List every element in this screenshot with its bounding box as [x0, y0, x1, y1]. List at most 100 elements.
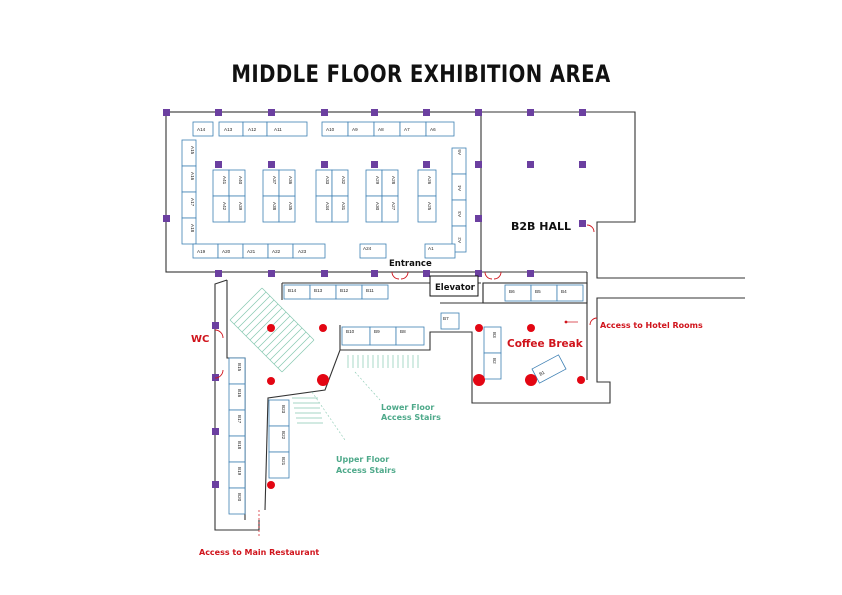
corridor-wall-right — [264, 297, 745, 511]
booth-A41[interactable]: A41 — [212, 169, 230, 197]
booth-A22[interactable]: A22 — [267, 243, 294, 259]
pillars — [163, 109, 586, 488]
booth-A29[interactable]: A29 — [365, 169, 383, 197]
booth-A4[interactable]: A4 — [451, 173, 467, 201]
booth-B16[interactable]: B16 — [228, 383, 246, 411]
booth-A3[interactable]: A3 — [451, 199, 467, 227]
booth-A7[interactable]: A7 — [399, 121, 427, 137]
booth-A19[interactable]: A19 — [192, 243, 219, 259]
booth-A36[interactable]: A36 — [278, 169, 296, 197]
booth-B2[interactable]: B2 — [483, 352, 502, 380]
booth-B15[interactable]: B15 — [228, 357, 246, 385]
upper-floor-stairs[interactable] — [229, 287, 323, 424]
svg-text:A42: A42 — [222, 202, 227, 211]
booth-A25[interactable]: A25 — [417, 195, 437, 223]
svg-text:A24: A24 — [363, 246, 372, 251]
booth-A27[interactable]: A27 — [381, 195, 399, 223]
booth-B21[interactable]: B21 — [268, 451, 290, 479]
booth-A16[interactable]: A16 — [181, 165, 197, 193]
main-restaurant-label[interactable]: Access to Main Restaurant — [199, 548, 319, 557]
booth-A18[interactable]: A18 — [181, 217, 197, 245]
booth-B11[interactable]: B11 — [361, 284, 389, 300]
svg-text:B23: B23 — [281, 405, 286, 414]
svg-text:B15: B15 — [237, 363, 242, 372]
booth-A10[interactable]: A10 — [321, 121, 349, 137]
booth-B9[interactable]: B9 — [369, 326, 397, 346]
svg-text:B16: B16 — [237, 389, 242, 398]
lower-stairs-label-1: Lower Floor — [381, 403, 434, 412]
booth-A23[interactable]: A23 — [292, 243, 326, 259]
entrance-label: Entrance — [389, 259, 432, 269]
booth-B23[interactable]: B23 — [268, 399, 290, 427]
booth-A37[interactable]: A37 — [262, 169, 280, 197]
booth-A20[interactable]: A20 — [217, 243, 244, 259]
booth-B1[interactable]: B1 — [531, 354, 567, 384]
svg-text:A41: A41 — [222, 176, 227, 185]
hotel-rooms-label[interactable]: Access to Hotel Rooms — [600, 321, 703, 330]
svg-text:B7: B7 — [443, 316, 449, 321]
svg-text:A7: A7 — [404, 127, 410, 132]
booth-A8[interactable]: A8 — [373, 121, 401, 137]
booth-A12[interactable]: A12 — [242, 121, 268, 137]
svg-text:A22: A22 — [272, 249, 281, 254]
booth-A42[interactable]: A42 — [212, 195, 230, 223]
svg-text:A30: A30 — [375, 202, 380, 211]
svg-text:A25: A25 — [427, 202, 432, 211]
svg-text:A33: A33 — [325, 176, 330, 185]
booth-A40[interactable]: A40 — [228, 169, 246, 197]
coffee-break-label[interactable]: Coffee Break — [507, 338, 584, 350]
booth-B17[interactable]: B17 — [228, 409, 246, 437]
booth-A33[interactable]: A33 — [315, 169, 333, 197]
booth-B19[interactable]: B19 — [228, 461, 246, 489]
lower-floor-stairs[interactable] — [347, 355, 419, 368]
booth-B13[interactable]: B13 — [309, 284, 337, 300]
svg-text:B12: B12 — [340, 288, 349, 293]
booth-A34[interactable]: A34 — [315, 195, 333, 223]
booth-A24[interactable]: A24 — [359, 243, 387, 259]
svg-text:A26: A26 — [427, 176, 432, 185]
booth-A35[interactable]: A35 — [278, 195, 296, 223]
booth-A5[interactable]: A5 — [451, 147, 467, 175]
svg-text:A4: A4 — [457, 185, 462, 191]
booth-B14[interactable]: B14 — [283, 284, 311, 300]
booth-A13[interactable]: A13 — [218, 121, 244, 137]
elevator-label[interactable]: Elevator — [435, 283, 476, 293]
booth-A39[interactable]: A39 — [228, 195, 246, 223]
booth-B6[interactable]: B6 — [504, 284, 532, 302]
booth-A21[interactable]: A21 — [242, 243, 269, 259]
booth-A1[interactable]: A1 — [424, 243, 456, 259]
wc-label[interactable]: WC — [191, 334, 209, 345]
booth-A38[interactable]: A38 — [262, 195, 280, 223]
booth-A28[interactable]: A28 — [381, 169, 399, 197]
booth-A6[interactable]: A6 — [425, 121, 455, 137]
markers — [267, 324, 585, 489]
booth-B5[interactable]: B5 — [530, 284, 558, 302]
svg-text:A18: A18 — [190, 224, 195, 233]
booth-A32[interactable]: A32 — [331, 169, 349, 197]
svg-text:A31: A31 — [341, 202, 346, 211]
booth-B3[interactable]: B3 — [483, 326, 502, 354]
booth-B10[interactable]: B10 — [341, 326, 371, 346]
doors — [214, 224, 598, 379]
svg-text:B1: B1 — [538, 370, 546, 377]
booth-B20[interactable]: B20 — [228, 487, 246, 515]
booth-B8[interactable]: B8 — [395, 326, 425, 346]
booth-A30[interactable]: A30 — [365, 195, 383, 223]
booth-A2[interactable]: A2 — [451, 225, 467, 253]
booth-B22[interactable]: B22 — [268, 425, 290, 453]
svg-text:A2: A2 — [457, 237, 462, 243]
booth-A14[interactable]: A14 — [192, 121, 214, 137]
booth-B7[interactable]: B7 — [440, 312, 460, 330]
booths: A14 A13 A12 A11 A10 A9 A8 A7 A6 A15 A16 … — [181, 121, 584, 515]
booth-A15[interactable]: A15 — [181, 139, 197, 167]
b2b-hall-wall — [481, 111, 745, 279]
booth-A17[interactable]: A17 — [181, 191, 197, 219]
booth-A9[interactable]: A9 — [347, 121, 375, 137]
booth-A31[interactable]: A31 — [331, 195, 349, 223]
booth-B4[interactable]: B4 — [556, 284, 584, 302]
booth-B18[interactable]: B18 — [228, 435, 246, 463]
booth-A26[interactable]: A26 — [417, 169, 437, 197]
booth-B12[interactable]: B12 — [335, 284, 363, 300]
booth-A11[interactable]: A11 — [266, 121, 308, 137]
